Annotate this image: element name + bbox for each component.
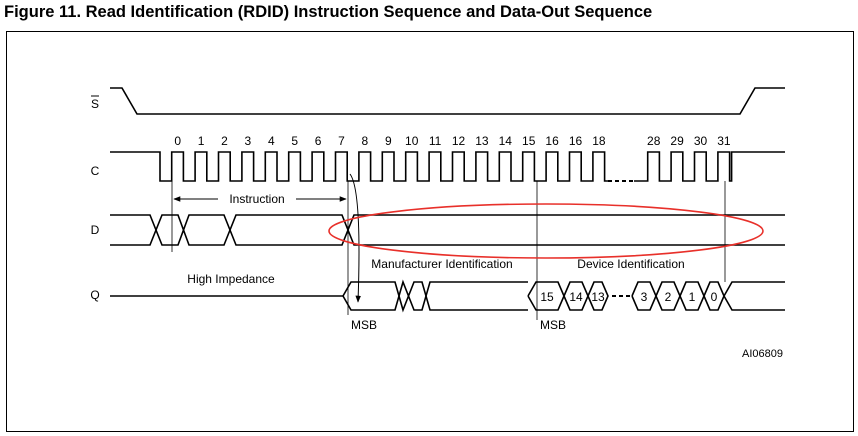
instruction-label-bg bbox=[218, 191, 296, 206]
clock-number: 5 bbox=[291, 134, 298, 148]
signal-d-label: D bbox=[91, 223, 100, 237]
clock-number: 30 bbox=[694, 134, 708, 148]
clock-number: 6 bbox=[315, 134, 322, 148]
device-id-label: Device Identification bbox=[577, 257, 684, 271]
clock-number: 29 bbox=[670, 134, 684, 148]
c-waveform bbox=[110, 151, 785, 182]
clock-number: 8 bbox=[362, 134, 369, 148]
high-impedance-label: High Impedance bbox=[187, 272, 275, 286]
clock-number: 18 bbox=[592, 134, 606, 148]
clock-number: 13 bbox=[475, 134, 489, 148]
clock-number: 4 bbox=[268, 134, 275, 148]
q-bit-label: 1 bbox=[689, 290, 696, 304]
clock-number: 15 bbox=[522, 134, 536, 148]
figure-id: AI06809 bbox=[742, 348, 783, 360]
figure-title: Figure 11. Read Identification (RDID) In… bbox=[4, 3, 653, 21]
q-bit-label: 3 bbox=[641, 290, 648, 304]
signal-s-label: S bbox=[91, 97, 99, 111]
signal-q-label: Q bbox=[90, 288, 99, 302]
clock-number: 1 bbox=[198, 134, 205, 148]
q-waveform bbox=[110, 279, 785, 313]
clock-number: 9 bbox=[385, 134, 392, 148]
clock-number: 11 bbox=[429, 134, 442, 148]
clock-number: 2 bbox=[221, 134, 228, 148]
figure-frame bbox=[6, 31, 854, 432]
s-waveform bbox=[110, 87, 785, 115]
q-bit-label: 0 bbox=[711, 290, 718, 304]
clock-number: 12 bbox=[452, 134, 466, 148]
clock-number: 0 bbox=[174, 134, 181, 148]
clock-number: 28 bbox=[647, 134, 661, 148]
signal-c-label: C bbox=[91, 164, 100, 178]
q-bit-label: 14 bbox=[569, 290, 583, 304]
q-bit-label: 13 bbox=[591, 290, 605, 304]
clock-number: 16 bbox=[569, 134, 583, 148]
clock-number: 14 bbox=[499, 134, 513, 148]
clock-number: 31 bbox=[717, 134, 731, 148]
clock-number: 10 bbox=[405, 134, 419, 148]
msb-label-device: MSB bbox=[540, 318, 566, 332]
msb-arrow bbox=[349, 173, 362, 303]
q-bit-label: 2 bbox=[665, 290, 672, 304]
instruction-label: Instruction bbox=[229, 192, 284, 206]
highlight-ellipse bbox=[328, 203, 764, 259]
manufacturer-id-label: Manufacturer Identification bbox=[371, 257, 512, 271]
clock-number: 7 bbox=[338, 134, 345, 148]
q-bit-label: 15 bbox=[540, 290, 554, 304]
q-bit-labels: 15 14 13 3 2 1 0 bbox=[540, 290, 717, 304]
clock-number: 16 bbox=[545, 134, 559, 148]
msb-label-manufacturer: MSB bbox=[351, 318, 377, 332]
clock-number: 3 bbox=[245, 134, 252, 148]
d-waveform bbox=[110, 214, 785, 246]
